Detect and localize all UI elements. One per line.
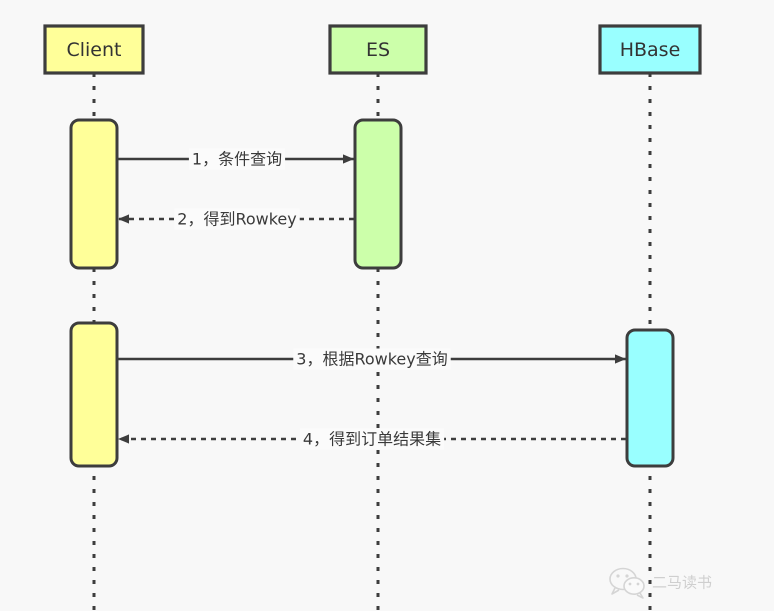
message-3: 3，根据Rowkey查询 xyxy=(118,348,626,370)
message-1: 1，条件查询 xyxy=(118,148,354,170)
activation-bar-hbase-1 xyxy=(625,328,675,468)
messages-group: 1，条件查询 2，得到Rowkey 3，根据Rowkey查询 4，得到订单结果集 xyxy=(118,148,626,450)
message-label-backdrop-4 xyxy=(299,428,445,450)
participant-label-es: ES xyxy=(366,39,390,61)
message-label-backdrop-1 xyxy=(188,148,286,170)
participants-group: Client ES HBase xyxy=(43,24,702,75)
wechat-icon-dots xyxy=(616,574,640,586)
watermark: 二马读书 xyxy=(609,567,712,599)
message-label-1: 1，条件查询 xyxy=(192,150,282,169)
participant-client[interactable]: Client xyxy=(43,24,145,75)
activation-bar-client-2 xyxy=(69,321,119,468)
message-label-backdrop-3 xyxy=(293,348,451,370)
message-label-3: 3，根据Rowkey查询 xyxy=(296,350,447,369)
message-label-4: 4，得到订单结果集 xyxy=(303,430,441,449)
participant-label-client: Client xyxy=(66,39,121,61)
participant-box-client[interactable] xyxy=(43,24,145,75)
activation-bars-group xyxy=(69,118,675,468)
message-label-2: 2，得到Rowkey xyxy=(177,210,296,229)
participant-label-hbase: HBase xyxy=(620,39,681,61)
wechat-icon xyxy=(609,567,645,599)
participant-box-es[interactable] xyxy=(328,24,428,75)
message-4: 4，得到订单结果集 xyxy=(118,428,626,450)
activation-bar-es-1 xyxy=(353,118,403,270)
participant-box-hbase[interactable] xyxy=(598,24,702,75)
watermark-text: 二马读书 xyxy=(652,574,712,592)
message-label-backdrop-2 xyxy=(174,208,300,230)
participant-es[interactable]: ES xyxy=(328,24,428,75)
activation-bar-client-1 xyxy=(69,118,119,270)
participant-hbase[interactable]: HBase xyxy=(598,24,702,75)
message-2: 2，得到Rowkey xyxy=(118,208,354,230)
